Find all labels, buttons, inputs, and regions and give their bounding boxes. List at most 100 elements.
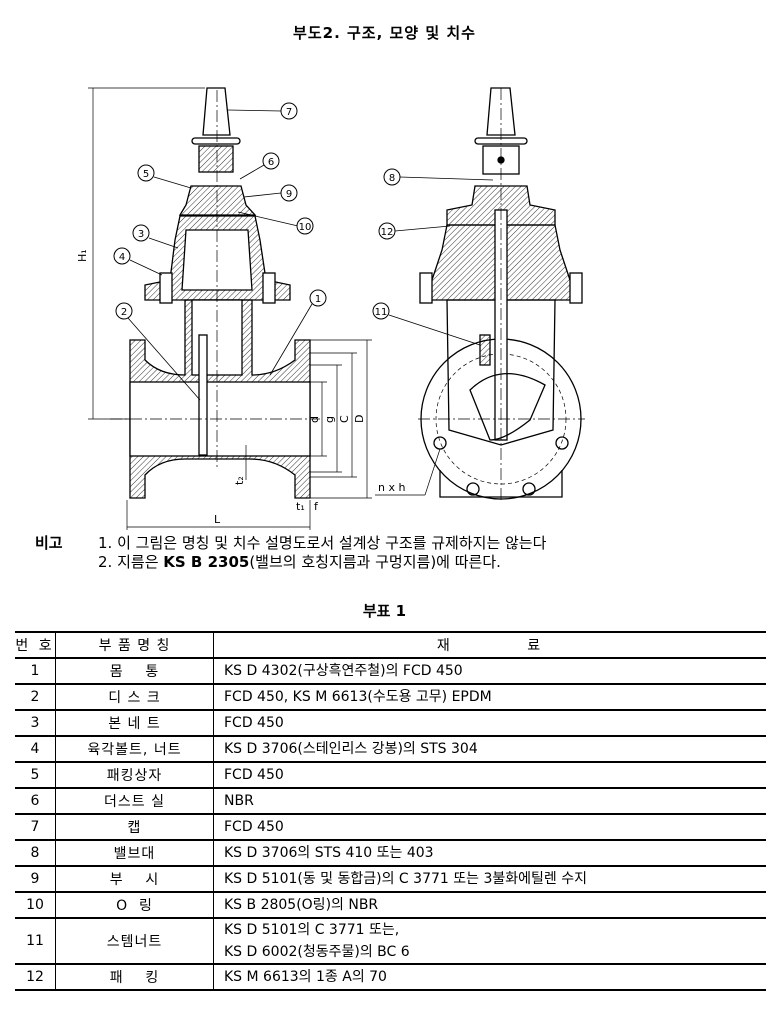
part-name: 육각볼트, 너트 — [55, 735, 214, 763]
callout-7: 7 — [280, 102, 298, 120]
header-material: 재 료 — [213, 631, 766, 659]
material-line: KS M 6613의 1종 A의 70 — [224, 969, 387, 985]
svg-text:1: 1 — [315, 294, 321, 305]
svg-text:5: 5 — [143, 169, 149, 180]
table-row: 12 패 킹 KS M 6613의 1종 A의 70 — [15, 963, 766, 991]
table-row: 10 O 링 KS B 2805(O링)의 NBR — [15, 891, 766, 919]
part-name: 몸 통 — [55, 657, 214, 685]
svg-text:8: 8 — [389, 173, 395, 184]
svg-text:2: 2 — [121, 307, 127, 318]
svg-text:11: 11 — [375, 307, 388, 318]
table-row: 3 본 네 트 FCD 450 — [15, 709, 766, 737]
row-number: 2 — [15, 683, 56, 711]
svg-text:6: 6 — [268, 157, 274, 168]
table-row: 1 몸 통 KS D 4302(구상흑연주철)의 FCD 450 — [15, 657, 766, 685]
material-line: KS B 2805(O링)의 NBR — [224, 897, 379, 913]
material: KS M 6613의 1종 A의 70 — [213, 963, 766, 991]
table-row: 11 스템너트 KS D 5101의 C 3771 또는, KS D 6002(청… — [15, 917, 766, 965]
dim-C: C — [338, 415, 351, 423]
row-number: 12 — [15, 963, 56, 991]
part-name: 스템너트 — [55, 917, 214, 965]
material-line: NBR — [224, 793, 254, 809]
row-number: 6 — [15, 787, 56, 815]
part-name: 패 킹 — [55, 963, 214, 991]
svg-text:9: 9 — [286, 189, 292, 200]
row-number: 1 — [15, 657, 56, 685]
material: NBR — [213, 787, 766, 815]
notes-label: 비고 — [35, 534, 63, 552]
material: KS D 3706의 STS 410 또는 403 — [213, 839, 766, 867]
table-row: 5 패킹상자 FCD 450 — [15, 761, 766, 789]
row-number: 7 — [15, 813, 56, 841]
dim-d: d — [308, 416, 321, 423]
part-name: 본 네 트 — [55, 709, 214, 737]
dim-nxh: n x h — [378, 481, 405, 494]
table-header-row: 번 호 부 품 명 칭 재 료 — [15, 631, 766, 659]
svg-text:12: 12 — [381, 227, 394, 238]
table-row: 2 디 스 크 FCD 450, KS M 6613(수도용 고무) EPDM — [15, 683, 766, 711]
svg-text:7: 7 — [286, 107, 292, 118]
material-line: KS D 5101(동 및 동합금)의 C 3771 또는 3불화에틸렌 수지 — [224, 871, 587, 887]
material-line: KS D 3706의 STS 410 또는 403 — [224, 845, 434, 861]
table-row: 4 육각볼트, 너트 KS D 3706(스테인리스 강봉)의 STS 304 — [15, 735, 766, 763]
row-number: 5 — [15, 761, 56, 789]
figure-title: 부도2. 구조, 모양 및 치수 — [293, 24, 476, 42]
material: FCD 450 — [213, 813, 766, 841]
callout-4: 4 — [113, 247, 131, 265]
row-number: 8 — [15, 839, 56, 867]
callout-11: 11 — [372, 302, 390, 320]
svg-text:3: 3 — [138, 229, 144, 240]
row-number: 10 — [15, 891, 56, 919]
dim-f: f — [314, 500, 319, 513]
part-name: 부 시 — [55, 865, 214, 893]
dim-t1: t₁ — [296, 500, 305, 513]
material: FCD 450 — [213, 709, 766, 737]
material-line: FCD 450 — [224, 715, 284, 731]
material: KS D 3706(스테인리스 강봉)의 STS 304 — [213, 735, 766, 763]
row-number: 4 — [15, 735, 56, 763]
table-title: 부표 1 — [362, 602, 407, 620]
callout-1: 1 — [309, 289, 327, 307]
row-number: 3 — [15, 709, 56, 737]
callouts: 7 6 5 9 10 3 4 2 1 8 12 11 — [113, 102, 401, 320]
material-line: KS D 5101의 C 3771 또는, — [224, 922, 400, 938]
dim-H1: H₁ — [76, 249, 89, 262]
material: KS D 4302(구상흑연주철)의 FCD 450 — [213, 657, 766, 685]
part-name: 디 스 크 — [55, 683, 214, 711]
material: FCD 450, KS M 6613(수도용 고무) EPDM — [213, 683, 766, 711]
svg-text:10: 10 — [299, 222, 312, 233]
callout-8: 8 — [383, 168, 401, 186]
dimension-lines — [88, 87, 441, 530]
standard-ref: KS B 2305 — [163, 553, 250, 571]
callout-9: 9 — [280, 184, 298, 202]
part-name: 캡 — [55, 813, 214, 841]
front-section-view — [110, 87, 320, 499]
callout-10: 10 — [296, 217, 314, 235]
material-line: KS D 3706(스테인리스 강봉)의 STS 304 — [224, 741, 478, 757]
row-number: 9 — [15, 865, 56, 893]
material-line: FCD 450 — [224, 767, 284, 783]
callout-3: 3 — [132, 224, 150, 242]
note-2: 2. 지름은 KS B 2305(밸브의 호칭지름과 구멍지름)에 따른다. — [98, 553, 501, 571]
row-number: 11 — [15, 917, 56, 965]
table-row: 6 더스트 실 NBR — [15, 787, 766, 815]
callout-2: 2 — [115, 302, 133, 320]
material: KS B 2805(O링)의 NBR — [213, 891, 766, 919]
part-name: 패킹상자 — [55, 761, 214, 789]
svg-text:4: 4 — [119, 252, 125, 263]
valve-drawing: H₁ L d g C D t₂ t₁ f n x h 7 6 5 9 10 3 … — [76, 87, 585, 530]
material: FCD 450 — [213, 761, 766, 789]
material-line: FCD 450 — [224, 819, 284, 835]
callout-5: 5 — [137, 164, 155, 182]
callout-leaders — [127, 109, 494, 401]
parts-table: 번 호 부 품 명 칭 재 료 1 몸 통 KS D 4302(구상흑연주철)의… — [15, 631, 766, 991]
material-line: FCD 450, KS M 6613(수도용 고무) EPDM — [224, 689, 492, 705]
callout-12: 12 — [378, 222, 396, 240]
header-part-name: 부 품 명 칭 — [55, 631, 214, 659]
material: KS D 5101의 C 3771 또는, KS D 6002(청동주물)의 BC… — [213, 917, 766, 965]
callout-6: 6 — [262, 152, 280, 170]
part-name: 더스트 실 — [55, 787, 214, 815]
material-line: KS D 6002(청동주물)의 BC 6 — [224, 944, 410, 960]
dim-D: D — [353, 415, 366, 423]
side-section-view — [418, 87, 585, 500]
